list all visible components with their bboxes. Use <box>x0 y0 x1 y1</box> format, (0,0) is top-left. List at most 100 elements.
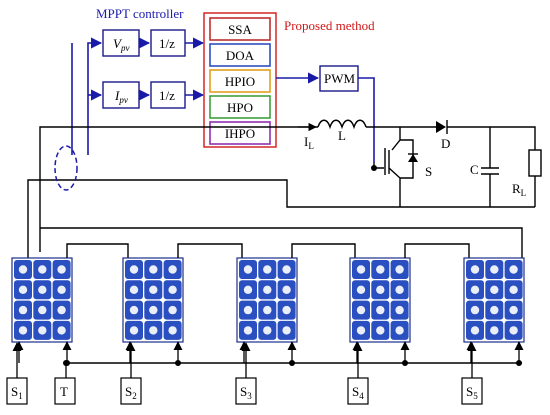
pv-cell-highlight <box>395 305 404 315</box>
pwm-gate-wire <box>358 77 375 162</box>
method-label-hpo: HPO <box>227 100 253 115</box>
pv-cell-highlight <box>356 305 366 315</box>
sensor-s2: S2 <box>120 342 142 405</box>
pv-cell-highlight <box>490 305 499 315</box>
diode-symbol <box>436 121 446 133</box>
method-label-ssa: SSA <box>228 22 252 37</box>
pv-cell-highlight <box>263 265 272 274</box>
pv-cell-highlight <box>243 265 253 274</box>
pv-cell-highlight <box>509 305 518 315</box>
vpv-block <box>102 29 140 57</box>
capacitor-label: C <box>470 162 479 177</box>
pv-cell-highlight <box>57 265 66 274</box>
pv-positive-rail <box>39 126 318 155</box>
pv-cell-highlight <box>129 326 139 335</box>
pv-cell-highlight <box>129 285 139 294</box>
inductor-symbol <box>317 119 367 130</box>
pv-cell-highlight <box>263 326 272 335</box>
pv-cell-highlight <box>395 326 404 335</box>
series-link <box>66 243 129 258</box>
sensor-s4: S4 <box>347 342 369 405</box>
pwm-label: PWM <box>324 71 356 86</box>
sensor-box <box>54 377 76 405</box>
sensor-label: S5 <box>466 384 478 401</box>
ipv-label: Ipv <box>114 88 128 105</box>
pv-cell-highlight <box>38 265 47 274</box>
sensor-s5: S5 <box>461 342 483 405</box>
pwm-block <box>319 65 359 92</box>
pv-cell-highlight <box>168 265 177 274</box>
output-positive-rail <box>447 126 536 150</box>
pv-cell-highlight <box>376 305 385 315</box>
pv-cell-highlight <box>243 326 253 335</box>
pv-cell-highlight <box>470 285 480 294</box>
pv-cell-highlight <box>168 326 177 335</box>
pv-cell-highlight <box>149 326 158 335</box>
pv-cell-highlight <box>282 265 291 274</box>
load-label: RL <box>512 181 526 198</box>
pv-cell-highlight <box>509 285 518 294</box>
pv-panel-4 <box>349 243 470 366</box>
pv-cell-highlight <box>129 265 139 274</box>
pv-cell-highlight <box>470 326 480 335</box>
pv-panel-array <box>11 243 525 366</box>
inductor-current-label: IL <box>304 134 314 151</box>
pv-cell-highlight <box>57 305 66 315</box>
array-return-wire <box>40 227 523 258</box>
series-link <box>291 243 356 258</box>
pv-cell-highlight <box>356 285 366 294</box>
sensor-label: T <box>60 384 68 399</box>
sensor-s1: S1 <box>6 342 28 405</box>
pv-cell-highlight <box>376 285 385 294</box>
pv-cell-highlight <box>18 265 28 274</box>
sensor-label: S4 <box>352 384 364 401</box>
pv-cell-highlight <box>490 285 499 294</box>
pv-cell-highlight <box>57 285 66 294</box>
proposed-method-frame <box>203 12 277 148</box>
vpv-label: Vpv <box>113 36 129 53</box>
pv-cell-highlight <box>490 265 499 274</box>
delay-top-label: 1/z <box>159 36 175 51</box>
method-box-doa <box>209 43 271 67</box>
load-resistor <box>528 149 542 177</box>
pv-cell-highlight <box>243 285 253 294</box>
pv-cell-highlight <box>376 265 385 274</box>
pv-cell-highlight <box>129 305 139 315</box>
method-label-doa: DOA <box>226 48 255 63</box>
switch-emitter-wire <box>388 167 401 207</box>
gate-node-dot <box>371 165 377 171</box>
current-sensor-ellipse <box>54 145 78 191</box>
pv-cell-highlight <box>38 326 47 335</box>
series-link <box>404 243 470 258</box>
pv-cell-highlight <box>509 265 518 274</box>
pv-cell-highlight <box>395 285 404 294</box>
delay-block-bottom <box>150 81 186 109</box>
pv-panel-2 <box>122 243 243 366</box>
sensor-label: S3 <box>240 384 252 401</box>
pv-cell-highlight <box>282 285 291 294</box>
pv-cell-highlight <box>149 265 158 274</box>
mppt-controller-title: MPPT controller <box>96 6 184 21</box>
pv-cell-highlight <box>470 265 480 274</box>
sensor-t: T <box>54 365 76 405</box>
pv-cell-highlight <box>263 285 272 294</box>
pv-cell-highlight <box>395 265 404 274</box>
switch-label: S <box>425 164 432 179</box>
diode-label: D <box>441 136 450 151</box>
inductor-label: L <box>338 128 346 143</box>
switch-collector-wire <box>391 127 401 151</box>
pv-cell-highlight <box>18 305 28 315</box>
method-label-hpio: HPIO <box>225 74 255 89</box>
pv-cell-highlight <box>356 326 366 335</box>
pv-cell-highlight <box>168 285 177 294</box>
pv-cell-highlight <box>38 285 47 294</box>
method-label-ihpo: IHPO <box>225 126 255 141</box>
pv-cell-highlight <box>18 285 28 294</box>
method-list: SSA DOA HPIO HPO IHPO <box>209 17 271 145</box>
sensor-s3: S3 <box>235 342 257 405</box>
sensor-label: S2 <box>125 384 137 401</box>
pv-panel-1 <box>11 243 129 366</box>
pv-cell-highlight <box>282 326 291 335</box>
sensor-label: S1 <box>11 384 23 401</box>
